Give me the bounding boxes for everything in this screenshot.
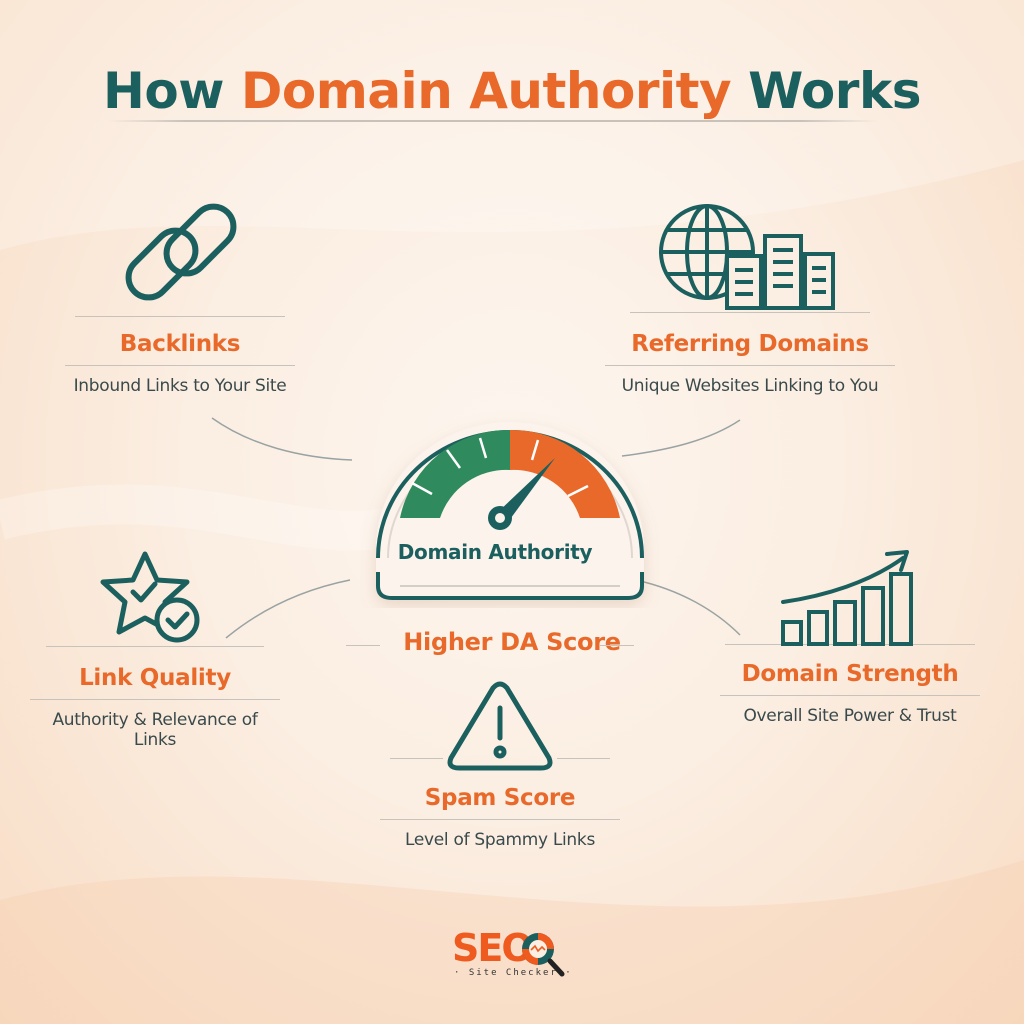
title-accent: Domain Authority [240,62,732,120]
gauge-icon [376,422,644,600]
star-check-icon [100,551,200,643]
divider [600,645,634,646]
title-divider [108,120,878,122]
factor-description: Level of Spammy Links [404,830,596,850]
divider [380,819,620,820]
warning-triangle-icon [447,681,553,771]
factor-description: Unique Websites Linking to You [621,376,879,396]
divider [46,646,264,647]
divider [30,699,280,700]
logo-tagline: · Site Checker · [454,968,573,978]
divider [630,312,870,313]
factor-label: Referring Domains [631,331,869,357]
seo-site-checker-logo: SEO · Site Checker · [452,928,582,982]
title-prefix: How [103,62,224,120]
logo-brand: SEO [452,926,534,970]
globe-buildings-icon [659,204,835,310]
growth-chart-icon [781,550,913,646]
factor-label: Spam Score [424,785,576,811]
magnifier-icon [522,933,565,977]
factor-description: Authority & Relevance of Links [52,710,258,750]
divider [65,365,295,366]
title-suffix: Works [748,62,921,120]
gauge-label: Domain Authority [397,540,593,564]
factor-backlinks: Backlinks Inbound Links to Your Site [60,200,300,396]
result-label: Higher DA Score [403,628,621,656]
factor-spam-score: Spam Score Level of Spammy Links [380,680,620,850]
factor-description: Overall Site Power & Trust [743,706,957,726]
factor-label: Domain Strength [741,661,959,687]
factor-referring-domains: Referring Domains Unique Websites Linkin… [600,200,900,396]
divider [720,695,980,696]
divider [75,316,285,317]
factor-link-quality: Link Quality Authority & Relevance of Li… [30,548,280,750]
divider [605,365,895,366]
factor-label: Link Quality [79,665,231,691]
factor-description: Inbound Links to Your Site [73,376,287,396]
factor-domain-strength: Domain Strength Overall Site Power & Tru… [720,548,980,726]
divider [346,645,380,646]
factor-label: Backlinks [119,331,241,357]
chain-link-icon [125,203,237,301]
domain-authority-gauge [360,408,660,608]
page-title: How Domain Authority Works [0,62,1024,120]
